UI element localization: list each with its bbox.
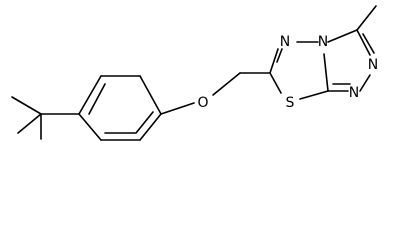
methyl-group [356, 5, 377, 31]
chemical-structure: O S N N N N [11, 5, 378, 141]
tert-butyl-group [11, 96, 80, 140]
sulfur-atom-label: S [286, 95, 295, 111]
bridgehead-nitrogen-label: N [318, 34, 328, 50]
triazole-nitrogen-label-a: N [368, 57, 378, 73]
triazole-ring [327, 29, 375, 92]
thiadiazole-ring [269, 41, 329, 100]
benzene-ring [78, 75, 162, 141]
thiadiazole-nitrogen-label: N [280, 34, 290, 50]
triazole-nitrogen-label-b: N [349, 85, 359, 101]
ether-linker [160, 72, 271, 115]
oxygen-atom-label: O [197, 95, 208, 111]
